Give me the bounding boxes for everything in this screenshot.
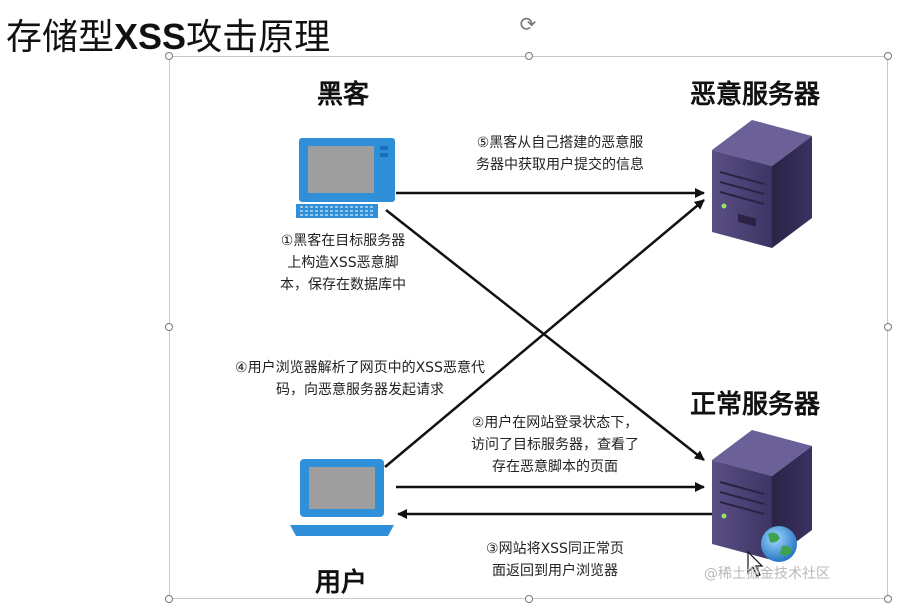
user-laptop-icon xyxy=(290,459,394,536)
step4-line: ④用户浏览器解析了网页中的XSS恶意代 xyxy=(235,360,485,376)
resize-handle-left[interactable] xyxy=(165,323,173,331)
rotate-handle-icon[interactable]: ⟳ xyxy=(519,12,537,36)
step1-line: ①黑客在目标服务器 xyxy=(280,233,406,249)
hacker-label: 黑客 xyxy=(317,80,370,110)
resize-handle-top-right[interactable] xyxy=(884,52,892,60)
step4-line: 码，向恶意服务器发起请求 xyxy=(276,382,444,398)
step1-note: ①黑客在目标服务器 上构造XSS恶意脚 本，保存在数据库中 xyxy=(258,230,428,296)
normal-server-label: 正常服务器 xyxy=(690,390,821,420)
page-title: 存储型XSS攻击原理 xyxy=(6,8,330,60)
step2-note: ②用户在网站登录状态下， 访问了目标服务器，查看了 存在恶意脚本的页面 xyxy=(440,412,670,478)
step3-line: ③网站将XSS同正常页 xyxy=(486,541,624,557)
resize-handle-right[interactable] xyxy=(884,323,892,331)
hacker-computer-icon xyxy=(296,138,395,218)
resize-handle-bottom[interactable] xyxy=(525,595,533,603)
step2-line: 访问了目标服务器，查看了 xyxy=(471,437,639,453)
arrow-step1 xyxy=(385,209,705,461)
step5-line: ⑤黑客从自己搭建的恶意服 xyxy=(476,135,644,151)
step5-note: ⑤黑客从自己搭建的恶意服 务器中获取用户提交的信息 xyxy=(440,132,680,176)
arrows xyxy=(384,188,714,519)
step4-note: ④用户浏览器解析了网页中的XSS恶意代 码，向恶意服务器发起请求 xyxy=(200,357,520,401)
title-suffix: 攻击原理 xyxy=(186,17,331,58)
step1-line: 上构造XSS恶意脚 xyxy=(287,255,399,271)
arrow-step4 xyxy=(384,199,705,468)
globe-icon xyxy=(761,526,797,562)
title-prefix: 存储型 xyxy=(6,17,115,58)
title-bold: XSS xyxy=(114,16,187,57)
resize-handle-top-left[interactable] xyxy=(165,52,173,60)
step3-line: 面返回到用户浏览器 xyxy=(492,563,618,579)
user-label: 用户 xyxy=(315,568,368,598)
step3-note: ③网站将XSS同正常页 面返回到用户浏览器 xyxy=(460,538,650,582)
malicious-server-icon xyxy=(712,120,812,248)
malicious-server-label: 恶意服务器 xyxy=(690,80,821,110)
cursor-icon xyxy=(747,550,764,577)
resize-handle-bottom-right[interactable] xyxy=(884,595,892,603)
watermark: @稀土掘金技术社区 xyxy=(704,566,830,582)
step5-line: 务器中获取用户提交的信息 xyxy=(476,157,644,173)
step2-line: 存在恶意脚本的页面 xyxy=(492,459,618,475)
resize-handle-bottom-left[interactable] xyxy=(165,595,173,603)
step1-line: 本，保存在数据库中 xyxy=(280,277,406,293)
resize-handle-top[interactable] xyxy=(525,52,533,60)
step2-line: ②用户在网站登录状态下， xyxy=(471,415,639,431)
